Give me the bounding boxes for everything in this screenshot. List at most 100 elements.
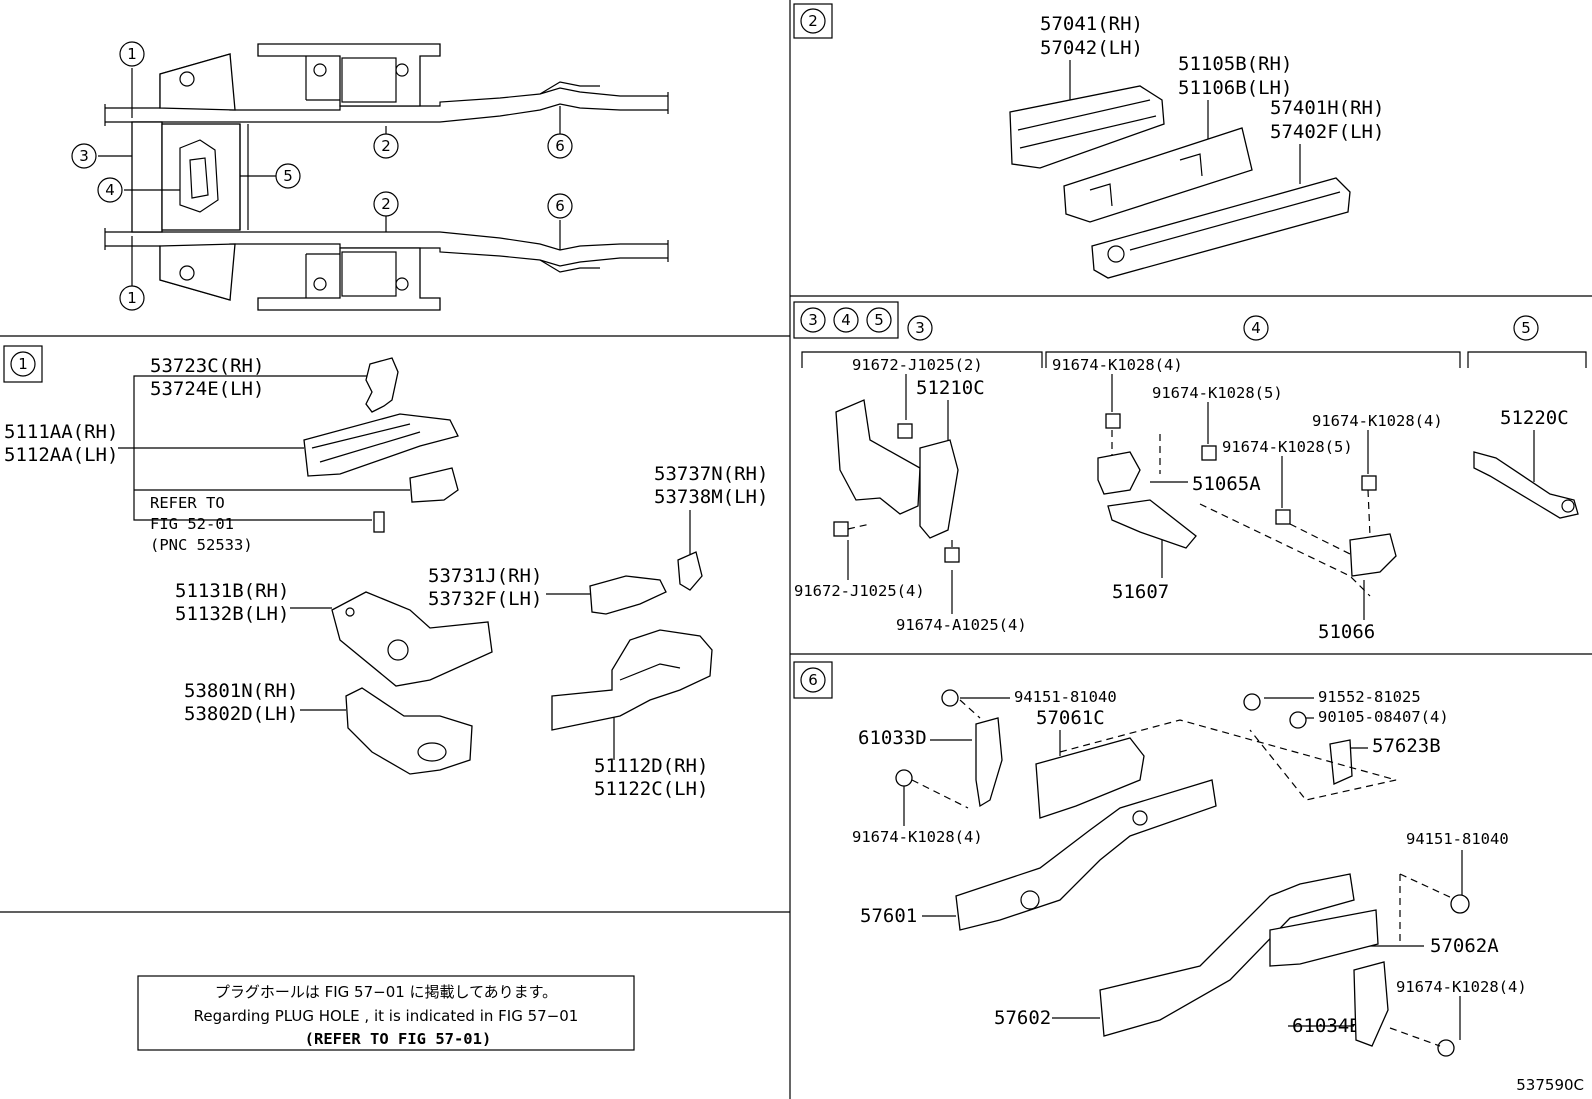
label-57401h: 57401H(RH) — [1270, 97, 1384, 119]
svg-text:2: 2 — [808, 12, 818, 30]
part-57062a — [1269, 909, 1379, 967]
overview-frame-drawing — [104, 43, 669, 311]
part-57602 — [1099, 873, 1355, 1037]
part-51112d — [551, 629, 713, 731]
svg-text:1: 1 — [127, 289, 137, 307]
label-57042: 57042(LH) — [1040, 37, 1143, 59]
label-57602: 57602 — [994, 1007, 1051, 1029]
svg-text:2: 2 — [381, 137, 391, 155]
svg-text:6: 6 — [808, 671, 818, 689]
section-1: 1 53723C(RH) 53724E(LH) 5111AA(RH) 5112A… — [3, 345, 768, 800]
callout-3: 3 — [71, 143, 97, 169]
part-61034b — [1353, 961, 1389, 1047]
part-51131b — [331, 591, 493, 687]
label-51106b: 51106B(LH) — [1178, 77, 1292, 99]
label-refer-fig: FIG 52-01 — [150, 515, 234, 533]
label-91674-k1028-5-a: 91674-K1028(5) — [1152, 384, 1283, 402]
part-51066 — [1349, 533, 1397, 577]
label-5112aa: 5112AA(LH) — [4, 444, 118, 466]
label-51607: 51607 — [1112, 581, 1169, 603]
part-61033d — [975, 717, 1003, 808]
subsection-3-tag — [907, 315, 933, 341]
part-5111aa — [303, 413, 459, 477]
label-57623b: 57623B — [1372, 735, 1441, 757]
label-53732f: 53732F(LH) — [428, 588, 542, 610]
part-53731j — [589, 575, 667, 615]
part-52533 — [373, 511, 385, 533]
label-94151-81040-a: 94151-81040 — [1014, 688, 1117, 706]
label-53731j: 53731J(RH) — [428, 565, 542, 587]
svg-text:3: 3 — [915, 319, 925, 337]
svg-text:1: 1 — [127, 45, 137, 63]
part-53723c — [365, 357, 399, 413]
svg-text:2: 2 — [381, 195, 391, 213]
part-57041 — [1009, 85, 1165, 169]
label-91674-k1028-4-a: 91674-K1028(4) — [1052, 356, 1183, 374]
svg-text:4: 4 — [105, 181, 115, 199]
part-53801n — [345, 687, 473, 775]
subsection-5-tag — [1513, 315, 1539, 341]
label-53801n: 53801N(RH) — [184, 680, 298, 702]
label-51132b: 51132B(LH) — [175, 603, 289, 625]
label-57601: 57601 — [860, 905, 917, 927]
label-53738m: 53738M(LH) — [654, 486, 768, 508]
callout-5: 5 — [275, 163, 301, 189]
svg-text:3: 3 — [808, 311, 818, 329]
label-57062a: 57062A — [1430, 935, 1499, 957]
label-refer-to: REFER TO — [150, 494, 225, 512]
label-5111aa: 5111AA(RH) — [4, 421, 118, 443]
svg-text:1: 1 — [18, 355, 28, 373]
part-57623b — [1329, 739, 1353, 785]
callout-4: 4 — [97, 177, 123, 203]
label-57061c: 57061C — [1036, 707, 1105, 729]
bolt-91674-a1025 — [944, 547, 960, 563]
label-53724e: 53724E(LH) — [150, 378, 264, 400]
note-refer: (REFER TO FIG 57-01) — [305, 1030, 492, 1048]
part-51210c — [835, 399, 921, 515]
label-53723c: 53723C(RH) — [150, 355, 264, 377]
svg-text:6: 6 — [555, 137, 565, 155]
bolt-91672-top — [897, 423, 913, 439]
section-1-tag — [10, 351, 36, 377]
part-51220c — [1473, 451, 1579, 519]
figure-id: 537590C — [1516, 1076, 1584, 1094]
part-57061c — [1035, 737, 1145, 819]
subsection-4-tag — [1243, 315, 1269, 341]
part-57601 — [955, 779, 1217, 931]
bolt-91672-bottom — [833, 521, 849, 537]
plug-hole-note: プラグホールは FIG 57−01 に掲載してあります。 Regarding P… — [137, 975, 635, 1051]
label-61033d: 61033D — [858, 727, 927, 749]
callout-2-top: 2 — [373, 133, 399, 159]
callout-1-bottom: 1 — [119, 285, 145, 311]
label-91672-j1025-4: 91672-J1025(4) — [794, 582, 925, 600]
label-53737n: 53737N(RH) — [654, 463, 768, 485]
label-51065a: 51065A — [1192, 473, 1261, 495]
label-51066: 51066 — [1318, 621, 1375, 643]
part-51607 — [1107, 499, 1197, 549]
part-57401h — [1091, 177, 1351, 279]
label-91674-k1028-4-b: 91674-K1028(4) — [1312, 412, 1443, 430]
svg-text:3: 3 — [79, 147, 89, 165]
svg-text:4: 4 — [1251, 319, 1261, 337]
label-51112d: 51112D(RH) — [594, 755, 708, 777]
label-91674-k1028-5-b: 91674-K1028(5) — [1222, 438, 1353, 456]
label-94151-81040-b: 94151-81040 — [1406, 830, 1509, 848]
section-2: 2 57041(RH) 57042(LH) 51105B(RH) 51106B(… — [793, 3, 1384, 279]
label-51210c: 51210C — [916, 377, 985, 399]
label-57041: 57041(RH) — [1040, 13, 1143, 35]
label-57402f: 57402F(LH) — [1270, 121, 1384, 143]
part-51065a — [1097, 451, 1141, 495]
label-91674-k1028-4-c: 91674-K1028(4) — [852, 828, 983, 846]
label-90105-08407: 90105-08407(4) — [1318, 708, 1449, 726]
svg-text:5: 5 — [874, 311, 884, 329]
label-51105b: 51105B(RH) — [1178, 53, 1292, 75]
label-91674-a1025-4: 91674-A1025(4) — [896, 616, 1027, 634]
part-gusset — [409, 467, 459, 503]
overview-callouts: 1 3 4 5 2 6 2 6 1 — [71, 41, 573, 311]
section-6: 6 94151-81040 61033D 57061C 91674-K1028(… — [793, 661, 1527, 1057]
callout-6-bottom: 6 — [547, 193, 573, 219]
section-345: 3 4 5 3 4 5 91672-J1025(2) 51210C 91672-… — [793, 301, 1587, 643]
label-91552-81025: 91552-81025 — [1318, 688, 1421, 706]
